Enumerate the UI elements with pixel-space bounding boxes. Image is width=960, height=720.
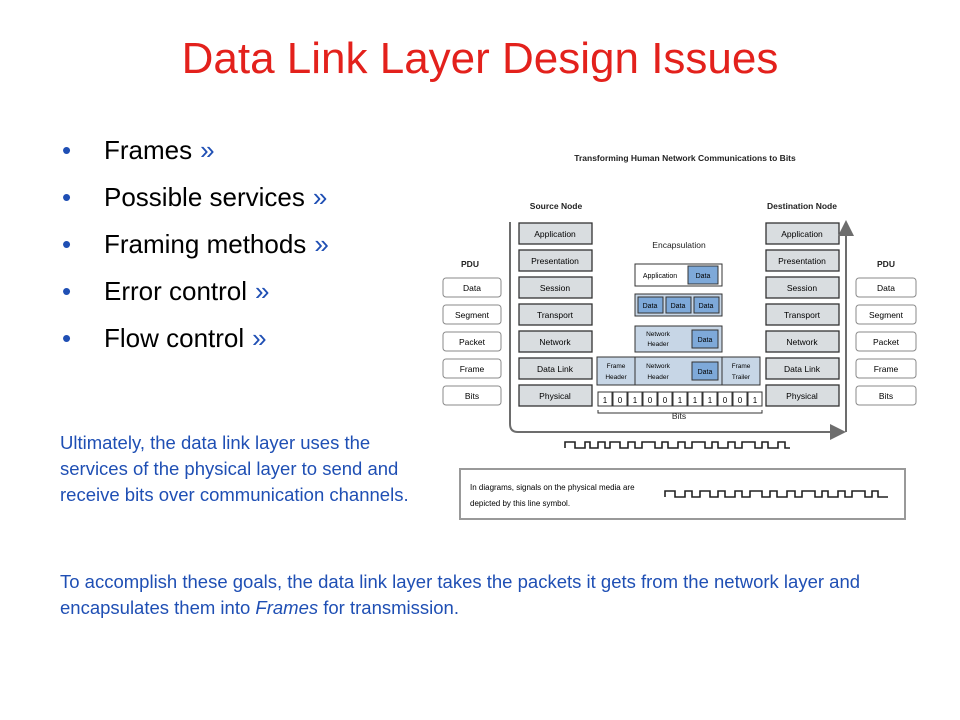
bullet-label: Possible services xyxy=(104,182,305,212)
destination-stack: Application Presentation Session Transpo… xyxy=(765,222,840,407)
bit-row: 1 0 1 0 0 1 1 1 0 0 1 xyxy=(597,391,763,407)
encapsulation-diagram: Transforming Human Network Communication… xyxy=(442,153,917,520)
bit-value: 1 xyxy=(693,396,698,405)
encap-data: Data xyxy=(698,369,713,376)
layer-label: Data Link xyxy=(784,364,821,374)
pdu-heading-left: PDU xyxy=(461,259,479,269)
source-node-label: Source Node xyxy=(530,201,583,211)
bullet-dot: • xyxy=(62,229,72,259)
bit-value: 1 xyxy=(633,396,638,405)
legend-text: depicted by this line symbol. xyxy=(470,499,570,508)
encap-frame-trailer: Trailer xyxy=(732,374,751,381)
bullet-label: Error control xyxy=(104,276,248,306)
encapsulation-steps: Application Data Data Data Data Network … xyxy=(596,263,761,386)
bit-value: 1 xyxy=(603,396,608,405)
signal-line xyxy=(564,441,790,449)
pdu-heading-right: PDU xyxy=(877,259,895,269)
diagram-title: Transforming Human Network Communication… xyxy=(574,153,796,163)
encap-application: Application xyxy=(643,273,677,280)
legend-text: In diagrams, signals on the physical med… xyxy=(470,483,635,492)
bullet-item: • Flow control» xyxy=(62,320,329,367)
layer-label: Physical xyxy=(786,391,818,401)
bullet-label: Framing methods xyxy=(104,229,307,259)
note-text: To accomplish these goals, the data link… xyxy=(60,571,861,618)
encap-network-header: Header xyxy=(647,374,669,381)
bit-value: 1 xyxy=(753,396,758,405)
encap-data: Data xyxy=(699,303,714,310)
encap-network-header: Network xyxy=(646,363,671,370)
bit-value: 1 xyxy=(708,396,713,405)
layer-label: Session xyxy=(540,283,571,293)
pdu-label: Segment xyxy=(869,310,904,320)
arrow-link[interactable]: » xyxy=(255,276,270,306)
arrow-link[interactable]: » xyxy=(252,323,267,353)
bit-value: 1 xyxy=(678,396,683,405)
physical-layer-note: Ultimately, the data link layer uses the… xyxy=(60,432,409,505)
encap-network-header: Header xyxy=(647,341,669,348)
pdu-label: Bits xyxy=(465,391,479,401)
encap-data: Data xyxy=(671,303,686,310)
encap-frame-trailer: Frame xyxy=(732,363,751,370)
layer-label: Application xyxy=(781,229,823,239)
slide-title: Data Link Layer Design Issues xyxy=(181,34,779,83)
encap-data: Data xyxy=(696,273,711,280)
bullet-dot: • xyxy=(62,323,72,353)
layer-label: Transport xyxy=(784,310,821,320)
layer-label: Presentation xyxy=(778,256,826,266)
bit-value: 0 xyxy=(663,396,668,405)
bullet-item: • Frames» xyxy=(62,132,329,179)
encap-data: Data xyxy=(643,303,658,310)
pdu-label: Packet xyxy=(873,337,900,347)
legend-box xyxy=(459,468,906,520)
down-arrow xyxy=(509,222,846,440)
pdu-label: Data xyxy=(463,283,481,293)
bullet-item: • Framing methods» xyxy=(62,226,329,273)
bits-brace xyxy=(597,410,763,414)
bullet-dot: • xyxy=(62,135,72,165)
encapsulation-note: To accomplish these goals, the data link… xyxy=(60,569,920,621)
source-stack: Application Presentation Session Transpo… xyxy=(518,222,593,407)
pdu-label: Packet xyxy=(459,337,486,347)
bullet-list: •Frames» •Possible services» •Framing me… xyxy=(62,132,329,367)
layer-label: Presentation xyxy=(531,256,579,266)
layer-label: Session xyxy=(787,283,818,293)
bullet-item: • Possible services» xyxy=(62,179,329,226)
arrow-link[interactable]: » xyxy=(312,182,328,212)
pdu-right-column: Data Segment Packet Frame Bits xyxy=(855,277,917,406)
legend-signal-symbol xyxy=(664,490,888,498)
bullet-item: • Error control» xyxy=(62,273,329,320)
note-text-end: for transmission. xyxy=(318,597,459,618)
bullet-label: Flow control xyxy=(104,323,245,353)
destination-node-label: Destination Node xyxy=(767,201,837,211)
bullet-dot: • xyxy=(62,182,72,212)
bit-value: 0 xyxy=(738,396,743,405)
layer-label: Data Link xyxy=(537,364,574,374)
layer-label: Network xyxy=(539,337,571,347)
bits-label: Bits xyxy=(672,411,686,421)
bullet-label: Frames xyxy=(104,135,193,165)
encap-data: Data xyxy=(698,337,713,344)
pdu-left-column: Data Segment Packet Frame Bits xyxy=(442,277,502,406)
note-italic: Frames xyxy=(255,597,319,618)
encapsulation-label: Encapsulation xyxy=(652,240,706,250)
bit-value: 0 xyxy=(618,396,623,405)
bit-value: 0 xyxy=(648,396,653,405)
layer-label: Physical xyxy=(539,391,571,401)
arrow-link[interactable]: » xyxy=(314,229,329,259)
layer-label: Application xyxy=(534,229,576,239)
pdu-label: Bits xyxy=(879,391,893,401)
encap-frame-header: Frame xyxy=(607,363,626,370)
pdu-label: Frame xyxy=(460,364,485,374)
pdu-label: Data xyxy=(877,283,895,293)
encap-frame-header: Header xyxy=(605,374,627,381)
layer-label: Transport xyxy=(537,310,574,320)
bit-value: 0 xyxy=(723,396,728,405)
pdu-label: Frame xyxy=(874,364,899,374)
arrow-link[interactable]: » xyxy=(200,135,215,165)
pdu-label: Segment xyxy=(455,310,490,320)
bullet-dot: • xyxy=(62,276,72,306)
layer-label: Network xyxy=(786,337,818,347)
encap-network-header: Network xyxy=(646,331,671,338)
